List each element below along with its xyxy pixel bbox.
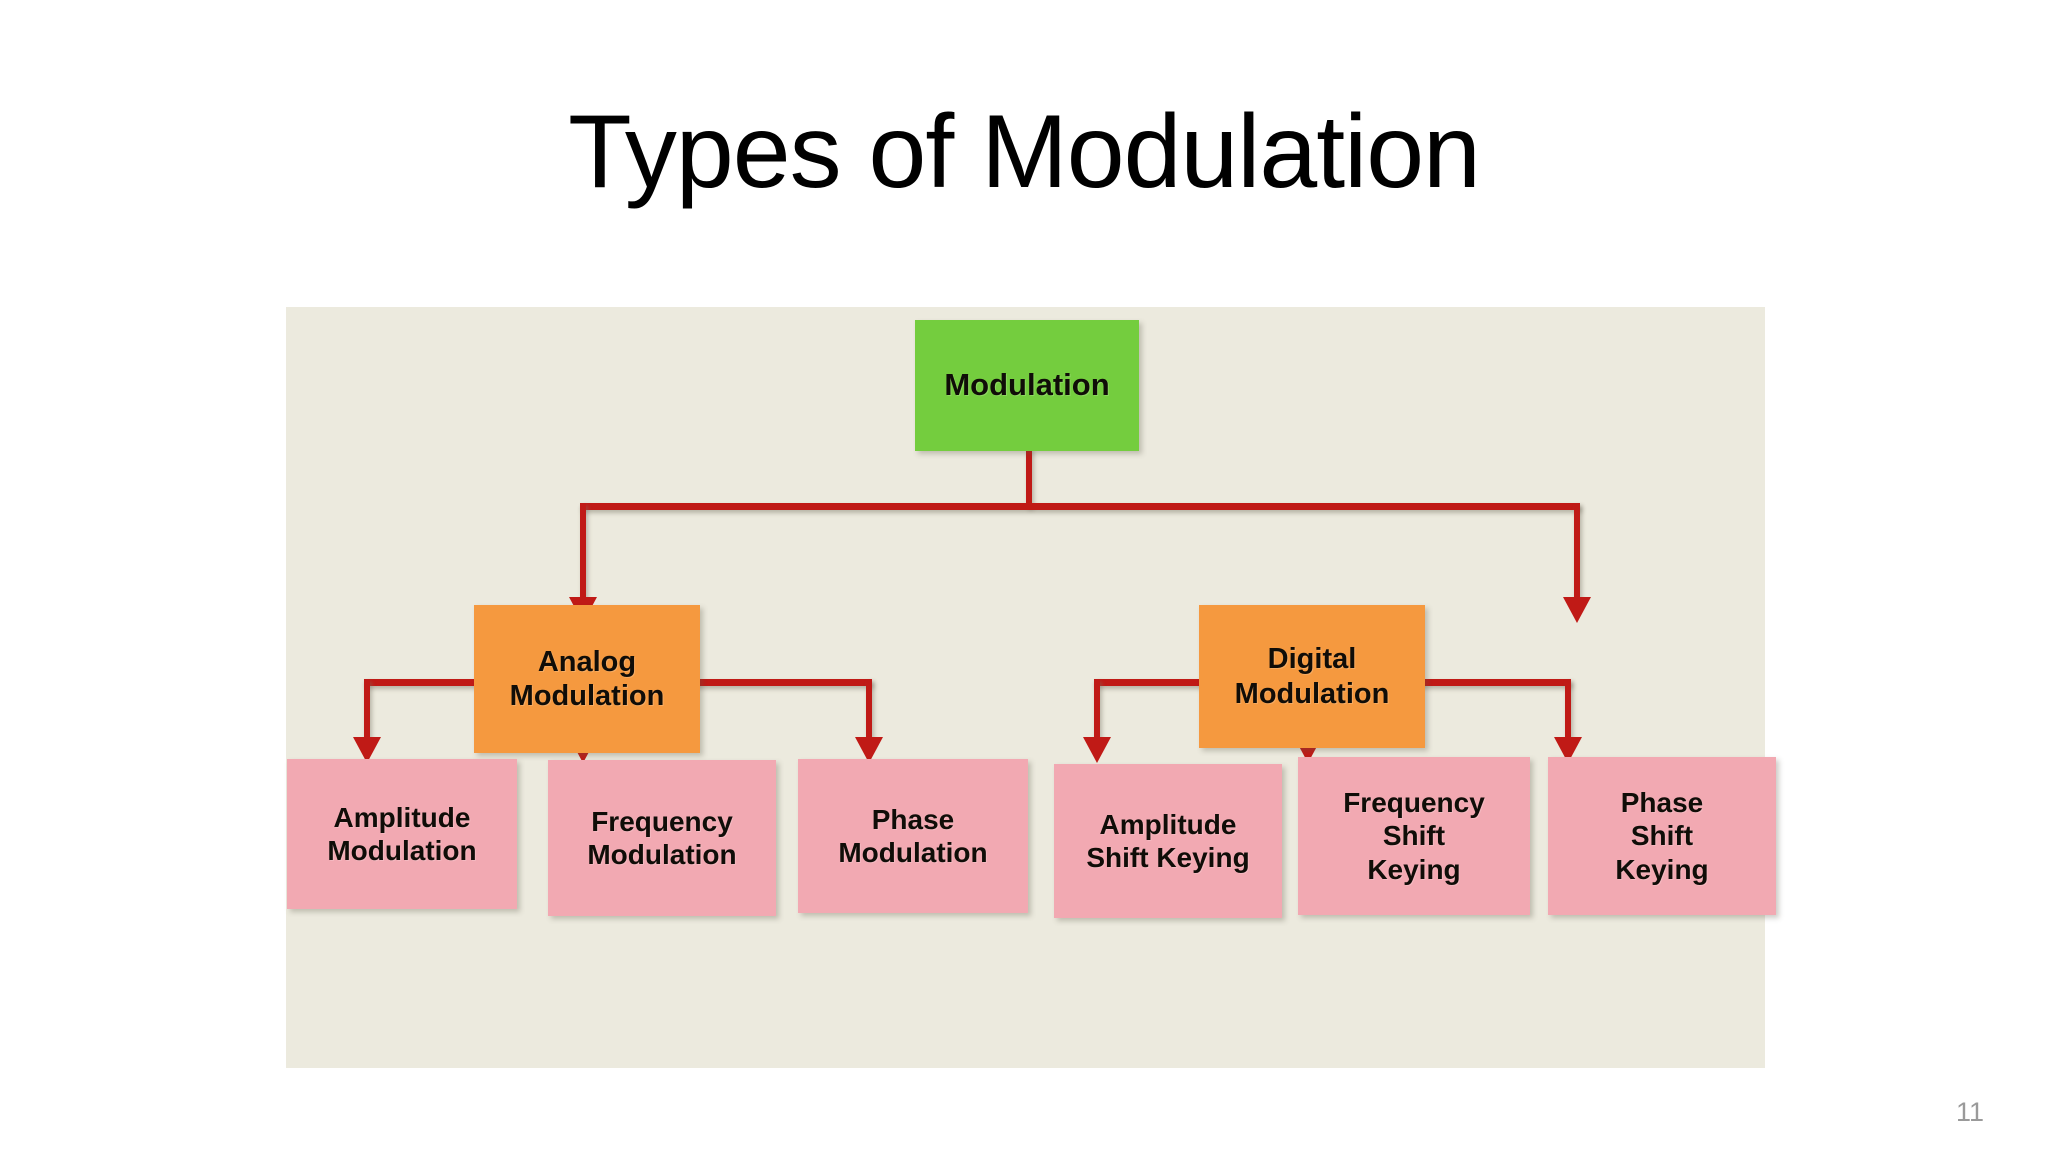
connector-to-psk [1565, 679, 1571, 746]
connector-root-stem [1026, 447, 1032, 507]
connector-to-pm [866, 679, 872, 746]
node-amplitude-modulation[interactable]: Amplitude Modulation [287, 759, 517, 909]
connector-to-ask [1094, 679, 1100, 746]
node-digital-modulation[interactable]: Digital Modulation [1199, 605, 1425, 748]
connector-level1-bus [580, 503, 1580, 510]
node-modulation[interactable]: Modulation [915, 320, 1139, 451]
node-frequency-modulation[interactable]: Frequency Modulation [548, 760, 776, 916]
node-frequency-shift-keying[interactable]: Frequency Shift Keying [1298, 757, 1530, 915]
arrowhead-to-ask [1083, 737, 1111, 763]
page-number: 11 [1955, 1097, 1984, 1127]
connector-to-digital [1574, 503, 1580, 606]
connector-to-am [364, 679, 370, 746]
page-title: Types of Modulation [568, 94, 1481, 210]
connector-to-analog [580, 503, 586, 606]
diagram-panel: Modulation Analog Modulation Digital Mod… [286, 307, 1776, 1068]
arrowhead-to-pm [855, 737, 883, 763]
node-amplitude-shift-keying[interactable]: Amplitude Shift Keying [1054, 764, 1282, 918]
node-analog-modulation[interactable]: Analog Modulation [474, 605, 700, 753]
arrowhead-to-digital [1563, 597, 1591, 623]
node-phase-shift-keying[interactable]: Phase Shift Keying [1548, 757, 1776, 915]
arrowhead-to-am [353, 737, 381, 763]
node-phase-modulation[interactable]: Phase Modulation [798, 759, 1028, 913]
